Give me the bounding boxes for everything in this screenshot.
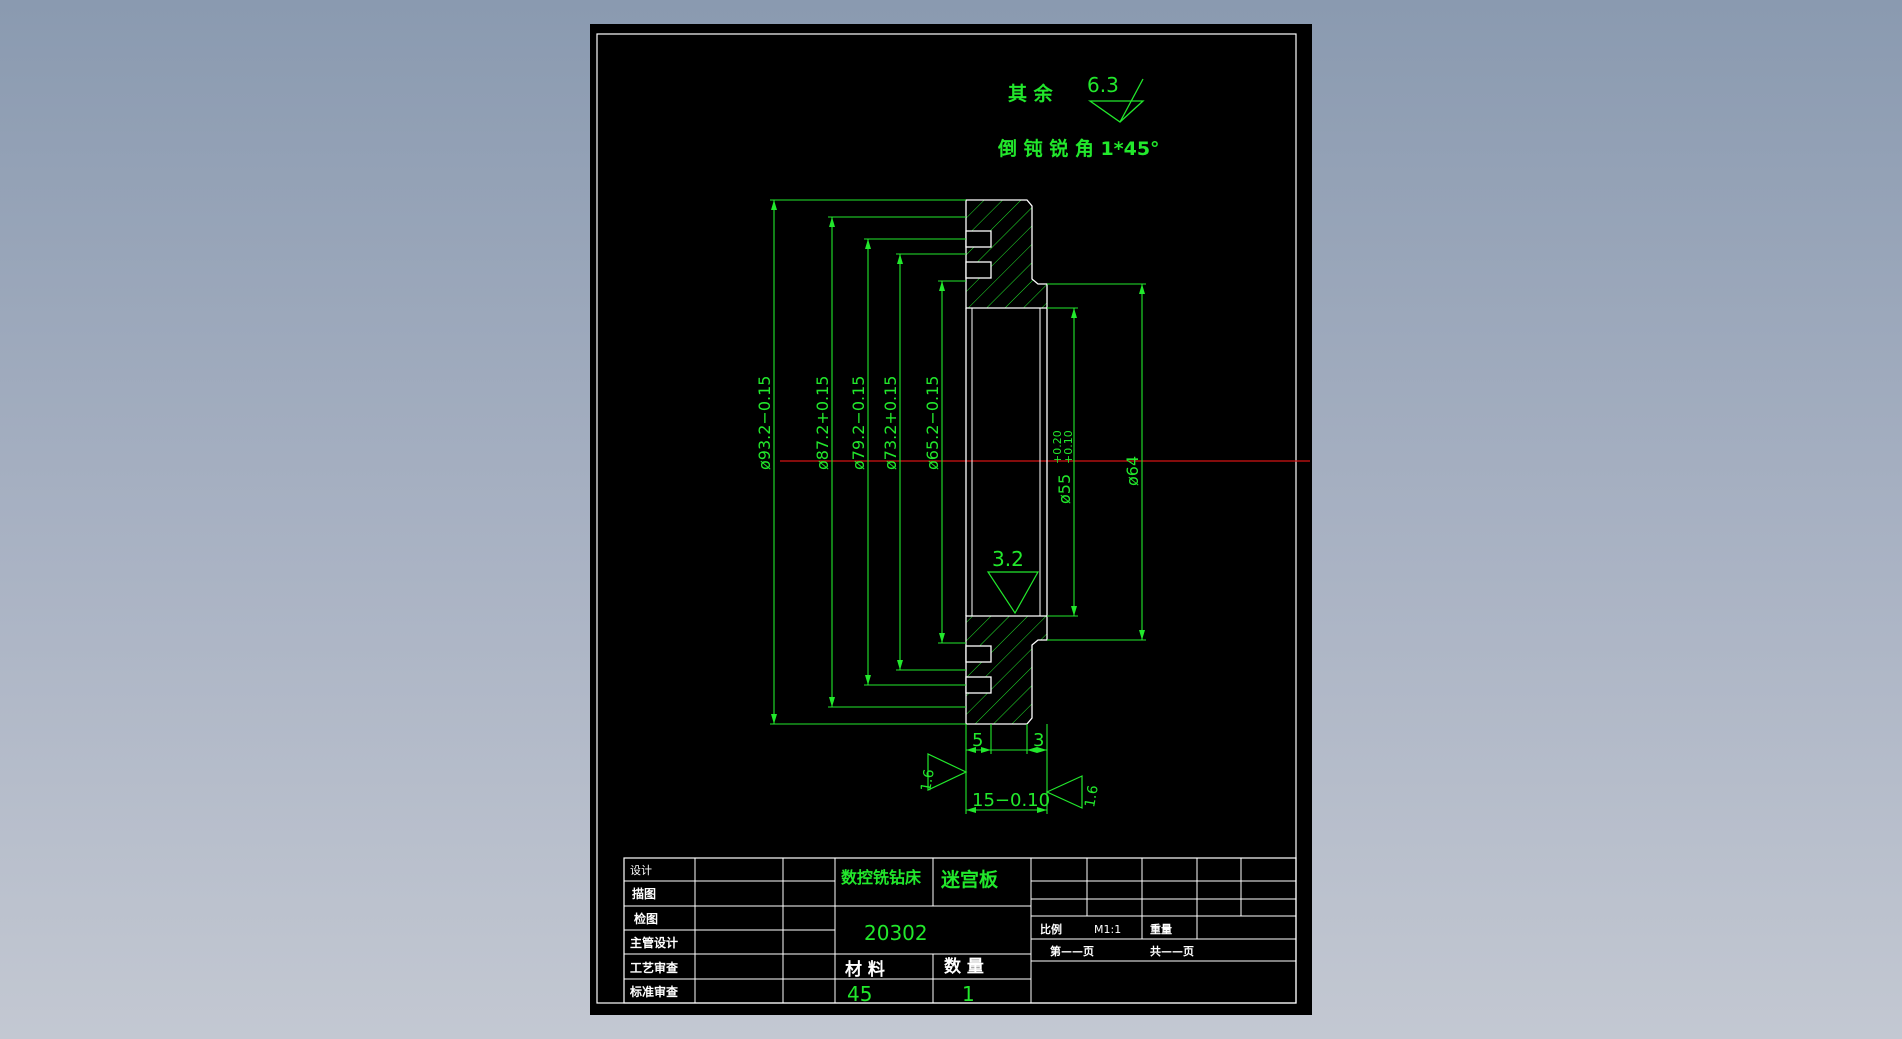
roughness-bore-symbol xyxy=(986,571,1040,615)
tb-row-chief: 主管设计 xyxy=(630,935,678,950)
title-block xyxy=(623,857,1297,1004)
tb-weight-label: 重量 xyxy=(1150,922,1172,936)
roughness-left-symbol xyxy=(927,753,968,791)
roughness-symbol xyxy=(1087,100,1145,123)
roughness-right-symbol xyxy=(1045,775,1083,809)
dim-d55: ø55 xyxy=(1055,474,1074,504)
dim-d65: ø65.2−0.15 xyxy=(923,376,942,470)
tb-row-process: 工艺审查 xyxy=(630,960,679,975)
dim-d87: ø87.2+0.15 xyxy=(813,376,832,470)
tb-drawing-number: 20302 xyxy=(864,921,928,945)
dim-w3: 3 xyxy=(1033,730,1044,751)
tb-quantity-value: 1 xyxy=(962,982,975,1006)
tb-part-name: 迷宫板 xyxy=(940,868,999,891)
dim-d93: ø93.2−0.15 xyxy=(755,376,774,470)
tb-material-value: 45 xyxy=(847,982,872,1006)
cad-drawing: 其 余 6.3 倒 钝 锐 角 1*45° xyxy=(596,33,1310,1006)
tb-quantity-label: 数 量 xyxy=(944,956,984,977)
tb-row-trace: 描图 xyxy=(632,886,656,901)
tb-scale-label: 比例 xyxy=(1040,922,1062,936)
tb-page-label: 第——页 xyxy=(1050,944,1094,958)
diameter-dimension-lines xyxy=(770,199,1146,725)
dim-d79: ø79.2−0.15 xyxy=(849,376,868,470)
tb-row-design: 设计 xyxy=(630,864,652,877)
roughness-right-value: 1.6 xyxy=(1082,784,1102,809)
tb-product: 数控铣钻床 xyxy=(841,868,922,887)
drawing-sheet: 其 余 6.3 倒 钝 锐 角 1*45° xyxy=(590,24,1312,1015)
tb-scale-value: M1:1 xyxy=(1094,923,1121,936)
dim-w15: 15−0.10 xyxy=(972,790,1050,811)
dim-d55-tol-lower: +0.10 xyxy=(1062,430,1075,464)
dimension-arrows xyxy=(771,200,1145,724)
remaining-roughness-value: 6.3 xyxy=(1087,73,1119,97)
part-section-top xyxy=(965,199,1048,309)
width-dimension-lines xyxy=(965,724,1048,814)
chamfer-note: 倒 钝 锐 角 1*45° xyxy=(997,137,1160,160)
tb-row-check: 检图 xyxy=(634,911,658,926)
remaining-label: 其 余 xyxy=(1008,82,1054,105)
tb-total-label: 共——页 xyxy=(1150,944,1194,958)
part-section-bottom xyxy=(965,615,1048,725)
roughness-bore-value: 3.2 xyxy=(992,547,1024,571)
bore-outline xyxy=(965,307,1048,617)
tb-material-label: 材 料 xyxy=(845,959,885,980)
tb-row-standard: 标准审查 xyxy=(629,984,679,999)
roughness-left-value: 1.6 xyxy=(918,768,938,793)
dim-w5: 5 xyxy=(972,730,983,751)
dim-d55-tol-upper: +0.20 xyxy=(1051,430,1064,464)
dim-d64: ø64 xyxy=(1123,456,1142,486)
dim-d73: ø73.2+0.15 xyxy=(881,376,900,470)
